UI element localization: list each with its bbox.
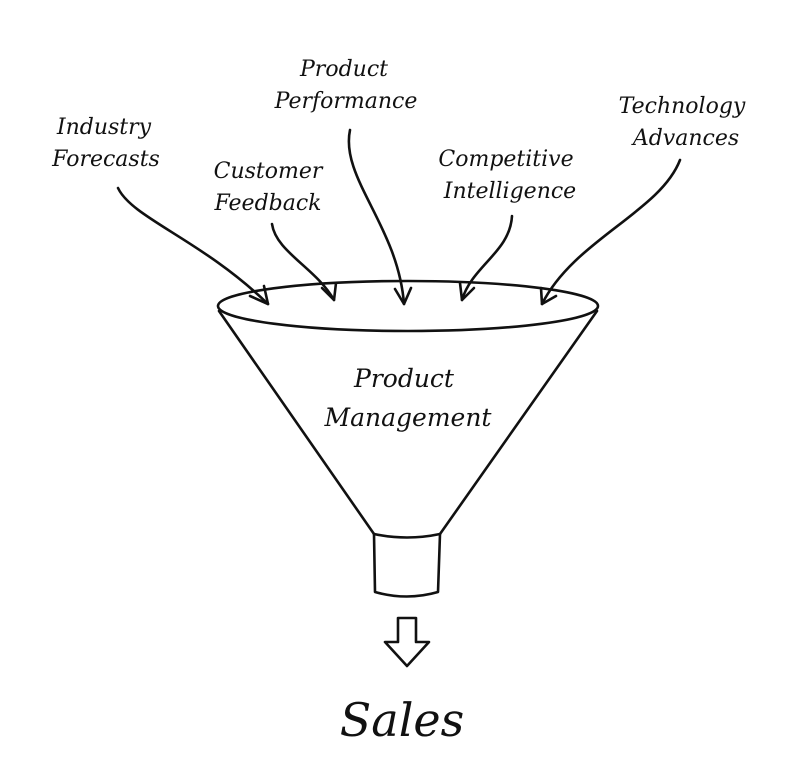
arrow-curve — [540, 158, 682, 306]
funnel-cone-left — [217, 309, 376, 536]
input-label-line: Performance — [274, 89, 418, 114]
down-arrow-icon — [383, 616, 431, 668]
arrow-curve — [270, 222, 336, 302]
funnel-rim — [216, 279, 600, 333]
input-label-line: Technology — [619, 94, 746, 119]
input-label-line: Advances — [631, 126, 739, 151]
input-label-line: Forecasts — [51, 147, 160, 172]
input-label-industry-forecasts: Industry Forecasts — [51, 115, 160, 172]
input-label-competitive-intelligence: Competitive Intelligence — [438, 147, 576, 204]
funnel-label: Product Management — [324, 364, 493, 432]
input-label-customer-feedback: Customer Feedback — [213, 159, 323, 216]
funnel-spout — [372, 532, 442, 598]
arrowhead-icon — [458, 281, 476, 302]
input-arrow-customer-feedback — [270, 222, 338, 302]
arrowhead-icon — [248, 284, 270, 306]
arrow-curve — [460, 214, 514, 302]
funnel-cone-bottom-edge — [372, 532, 442, 539]
input-label-technology-advances: Technology Advances — [619, 94, 746, 151]
input-label-line: Feedback — [213, 191, 321, 216]
input-arrow-competitive-intelligence — [458, 214, 514, 302]
input-arrow-industry-forecasts — [116, 186, 270, 306]
input-label-line: Product — [299, 57, 388, 82]
input-label-product-performance: Product Performance — [274, 57, 418, 114]
arrowhead-icon — [393, 286, 413, 306]
output-label-sales: Sales — [340, 693, 464, 747]
input-label-line: Industry — [56, 115, 152, 140]
input-arrow-product-performance — [347, 128, 413, 306]
funnel-cone-right — [438, 309, 599, 536]
input-arrow-technology-advances — [539, 158, 682, 306]
funnel-icon — [216, 279, 600, 598]
input-label-line: Customer — [214, 159, 324, 184]
arrowhead-icon — [539, 286, 558, 306]
funnel-label-line: Management — [324, 403, 493, 432]
input-label-line: Intelligence — [443, 179, 576, 204]
arrow-curve — [116, 186, 270, 306]
input-label-line: Competitive — [438, 147, 573, 172]
funnel-label-line: Product — [353, 364, 455, 393]
arrow-curve — [347, 128, 406, 306]
arrowhead-icon — [320, 281, 338, 302]
